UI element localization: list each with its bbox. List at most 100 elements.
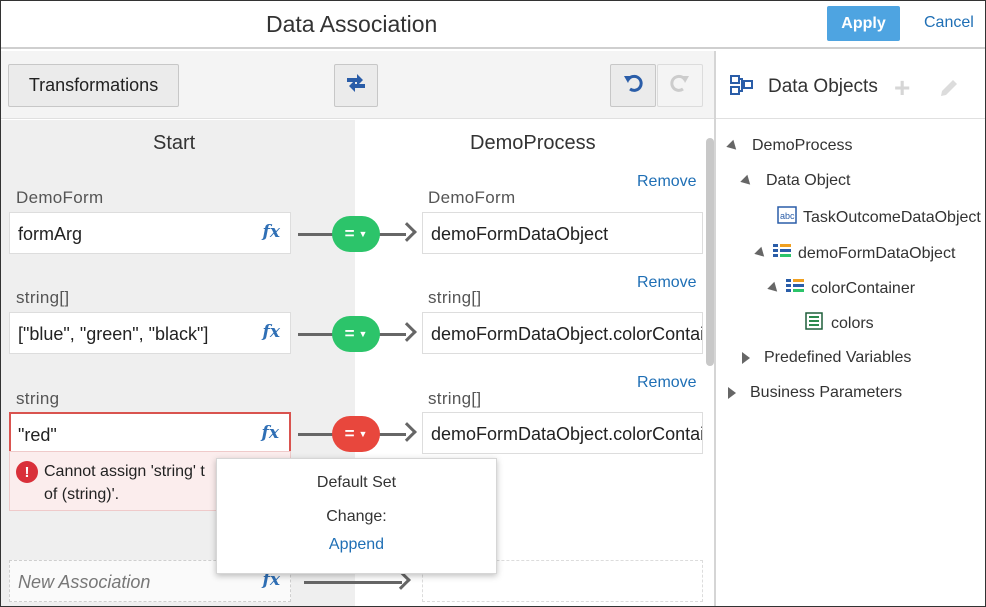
expression-builder-icon[interactable]: fx bbox=[262, 570, 280, 590]
target-field[interactable]: demoFormDataObject bbox=[422, 212, 703, 254]
source-expression-value: ["blue", "green", "black"] bbox=[18, 324, 209, 344]
mapping-toolbar: Transformations bbox=[1, 51, 714, 119]
redo-icon bbox=[669, 72, 691, 99]
tree-item-label: colorContainer bbox=[811, 279, 916, 297]
tree-item-colors[interactable]: colors bbox=[805, 312, 874, 335]
operator-label: = bbox=[344, 424, 355, 443]
expand-icon[interactable] bbox=[754, 246, 768, 261]
source-expression-field[interactable]: "red" fx bbox=[9, 412, 291, 454]
remove-link[interactable]: Remove bbox=[637, 374, 697, 391]
tree-item-predefined-variables[interactable]: Predefined Variables bbox=[742, 349, 911, 367]
auto-map-icon bbox=[344, 71, 368, 100]
operator-pill[interactable]: =▼ bbox=[332, 216, 380, 252]
plus-icon[interactable]: + bbox=[894, 72, 911, 103]
append-link[interactable]: Append bbox=[328, 536, 385, 553]
arrow-icon bbox=[397, 222, 417, 242]
source-type-label: string[] bbox=[16, 288, 70, 307]
tree-item-label: Predefined Variables bbox=[764, 349, 912, 366]
chevron-down-icon: ▼ bbox=[358, 329, 368, 339]
source-expression-field[interactable]: formArg fx bbox=[9, 212, 291, 254]
auto-map-button[interactable] bbox=[334, 64, 378, 107]
start-column-header: Start bbox=[153, 132, 196, 154]
tree-item-demoformdataobject[interactable]: demoFormDataObject bbox=[754, 242, 956, 265]
expression-builder-icon[interactable]: fx bbox=[262, 222, 280, 242]
expand-icon[interactable] bbox=[740, 174, 754, 188]
operator-pill[interactable]: =▼ bbox=[332, 316, 380, 352]
collapse-icon[interactable] bbox=[742, 352, 750, 364]
dialog-header: Data Association Apply Cancel bbox=[1, 1, 985, 49]
tree-item-label: DemoProcess bbox=[752, 137, 853, 154]
target-value: demoFormDataObject.colorContainer.colors bbox=[431, 424, 703, 444]
target-column-header: DemoProcess bbox=[470, 132, 596, 154]
target-type-label: string[] bbox=[428, 389, 482, 408]
data-objects-header: Data Objects + bbox=[716, 51, 985, 119]
chevron-down-icon: ▼ bbox=[358, 429, 368, 439]
chevron-down-icon: ▼ bbox=[358, 229, 368, 239]
apply-button[interactable]: Apply bbox=[827, 6, 900, 41]
data-objects-icon bbox=[730, 75, 754, 100]
mapping-scrollbar[interactable] bbox=[706, 138, 714, 366]
tree-item-label: Business Parameters bbox=[750, 384, 903, 401]
target-field[interactable]: demoFormDataObject.colorContainer.colors bbox=[422, 312, 703, 354]
tree-item-data-object[interactable]: Data Object bbox=[740, 172, 851, 190]
source-type-label: DemoForm bbox=[16, 188, 104, 207]
tree-item-label: TaskOutcomeDataObject bbox=[803, 208, 981, 226]
target-field[interactable]: demoFormDataObject.colorContainer.colors bbox=[422, 412, 703, 454]
string-type-icon: abc bbox=[777, 206, 797, 229]
redo-button[interactable] bbox=[657, 64, 703, 107]
cancel-link[interactable]: Cancel bbox=[924, 14, 974, 31]
undo-icon bbox=[622, 72, 644, 99]
dialog-title: Data Association bbox=[266, 11, 438, 37]
expression-builder-icon[interactable]: fx bbox=[262, 322, 280, 342]
expression-builder-icon[interactable]: fx bbox=[261, 423, 279, 443]
operator-pill-error[interactable]: =▼ bbox=[332, 416, 380, 452]
operator-popup: Default Set Change: Append bbox=[216, 458, 497, 574]
tree-item-label: Data Object bbox=[766, 172, 851, 189]
tree-item-label: demoFormDataObject bbox=[798, 244, 956, 262]
arrow-icon bbox=[397, 422, 417, 442]
target-type-label: DemoForm bbox=[428, 188, 516, 207]
popup-title: Default Set bbox=[316, 474, 397, 491]
association-connector: =▼ bbox=[298, 416, 417, 452]
operator-label: = bbox=[344, 324, 355, 343]
transformations-button[interactable]: Transformations bbox=[8, 64, 179, 107]
source-type-label: string bbox=[16, 389, 60, 408]
panel-divider bbox=[714, 51, 716, 606]
error-icon: ! bbox=[16, 461, 38, 483]
data-objects-panel: Data Objects + DemoProcess Data Object a… bbox=[716, 51, 985, 606]
data-objects-title: Data Objects bbox=[768, 76, 878, 97]
new-association-placeholder: New Association bbox=[18, 572, 151, 592]
undo-button[interactable] bbox=[610, 64, 656, 107]
business-object-icon bbox=[785, 277, 805, 300]
remove-link[interactable]: Remove bbox=[637, 274, 697, 291]
error-text-line-1: Cannot assign 'string' t bbox=[44, 463, 205, 480]
target-value: demoFormDataObject.colorContainer.colors bbox=[431, 324, 703, 344]
target-value: demoFormDataObject bbox=[431, 224, 609, 244]
list-type-icon bbox=[805, 312, 823, 335]
error-text-line-2: of (string)'. bbox=[44, 486, 120, 503]
operator-label: = bbox=[344, 224, 355, 243]
source-expression-field[interactable]: ["blue", "green", "black"] fx bbox=[9, 312, 291, 354]
tree-item-demoprocess[interactable]: DemoProcess bbox=[726, 137, 853, 155]
svg-text:abc: abc bbox=[780, 211, 795, 221]
target-type-label: string[] bbox=[428, 288, 482, 307]
new-association-connector bbox=[304, 569, 411, 595]
arrow-icon bbox=[397, 322, 417, 342]
source-expression-value: "red" bbox=[18, 425, 57, 445]
mapping-area: Start DemoProcess DemoForm DemoForm Remo… bbox=[1, 120, 714, 606]
tree-item-colorcontainer[interactable]: colorContainer bbox=[767, 277, 916, 300]
collapse-icon[interactable] bbox=[728, 387, 736, 399]
remove-link[interactable]: Remove bbox=[637, 173, 697, 190]
association-connector: =▼ bbox=[298, 216, 417, 252]
expand-icon[interactable] bbox=[726, 139, 740, 153]
source-expression-value: formArg bbox=[18, 224, 83, 244]
popup-change-label: Change: bbox=[326, 508, 387, 525]
association-connector: =▼ bbox=[298, 316, 417, 352]
pencil-icon[interactable] bbox=[938, 77, 960, 104]
tree-item-taskoutcome[interactable]: abc TaskOutcomeDataObject bbox=[777, 206, 981, 229]
tree-item-business-parameters[interactable]: Business Parameters bbox=[728, 384, 902, 402]
expand-icon[interactable] bbox=[767, 281, 781, 296]
business-object-icon bbox=[772, 242, 792, 265]
tree-item-label: colors bbox=[831, 314, 874, 332]
